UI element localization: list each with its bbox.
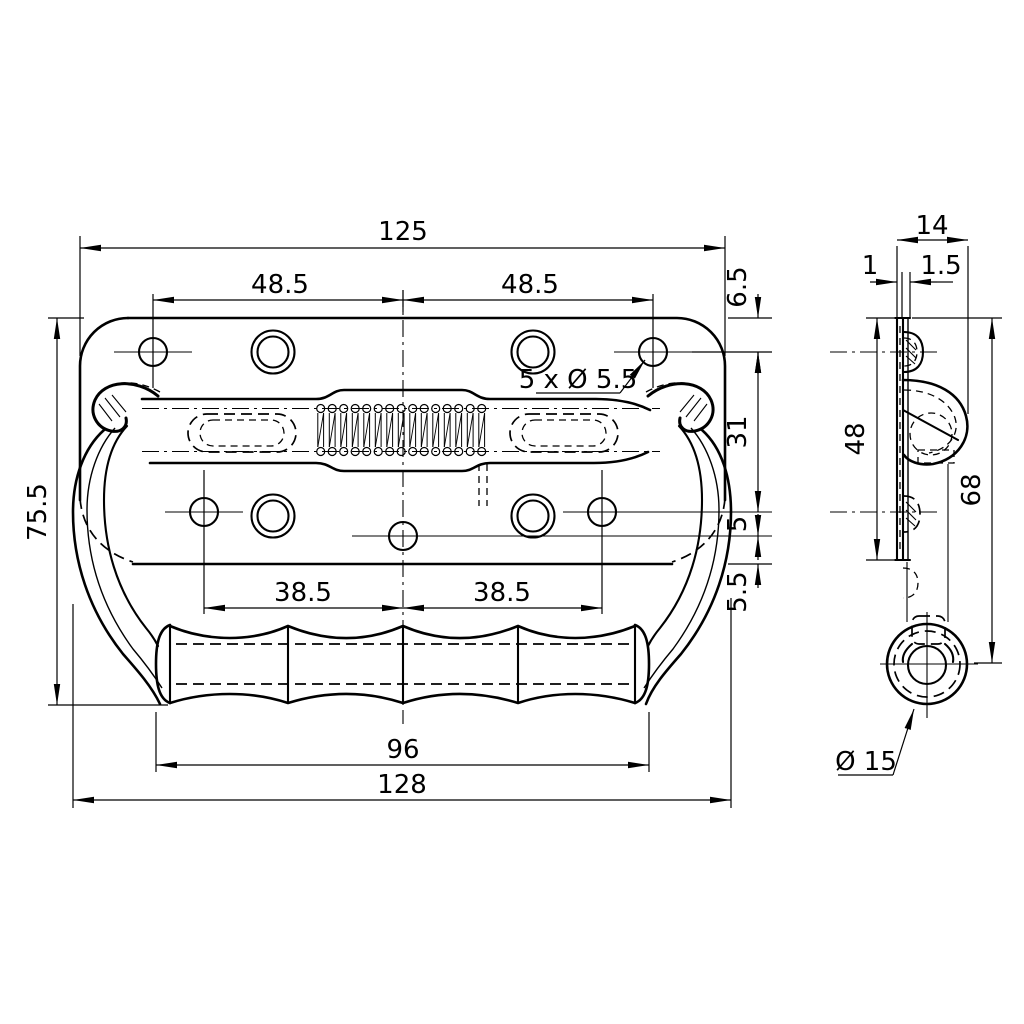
dim-hole-row-gap: 31 xyxy=(723,415,753,448)
dim-flange-offset: 1.5 xyxy=(920,251,961,281)
rivet-hole xyxy=(510,493,556,539)
dim-overall-height: 75.5 xyxy=(23,483,53,541)
dim-plate-thickness: 1 xyxy=(862,251,879,281)
side-knuckle-bottom xyxy=(903,495,921,533)
side-dimensions: 14 1 1.5 48 68 Ø 15 xyxy=(835,211,1002,777)
side-plate-strip xyxy=(893,316,912,562)
rivet-hole xyxy=(250,329,296,375)
rivet-hole xyxy=(250,493,296,539)
side-bail-curl xyxy=(901,378,969,622)
dim-handle-width: 128 xyxy=(377,770,427,800)
flap-slot-right xyxy=(509,413,619,453)
dim-bottom-margin: 5.5 xyxy=(723,571,753,612)
dim-top-edge-to-holes: 6.5 xyxy=(723,266,753,307)
dim-hole-spacing-top-right: 48.5 xyxy=(501,270,559,300)
dim-grip-length: 96 xyxy=(386,735,419,765)
side-view xyxy=(830,316,978,718)
bail-tab xyxy=(911,615,946,645)
dim-hole-spacing-bottom-right: 38.5 xyxy=(473,578,531,608)
rivet-hole xyxy=(510,329,556,375)
front-dimensions: 125 48.5 48.5 75.5 5 x Ø 5.5 38.5 38.5 9… xyxy=(23,217,772,808)
side-grip-section xyxy=(880,612,978,718)
front-hinge-curl-right xyxy=(645,382,715,433)
dim-mount-hole-span: 48 xyxy=(841,422,871,455)
dim-hole-spacing-bottom-left: 38.5 xyxy=(274,578,332,608)
dim-overall-width: 125 xyxy=(378,217,428,247)
dim-depth: 14 xyxy=(915,211,948,241)
front-handle-bail xyxy=(71,424,733,706)
dim-center-hole-offset: 5 xyxy=(723,516,753,533)
hole-callout: 5 x Ø 5.5 xyxy=(519,365,638,395)
dim-hole-spacing-top-left: 48.5 xyxy=(251,270,309,300)
front-spring-flap xyxy=(140,388,660,506)
dim-grip-diameter: Ø 15 xyxy=(835,747,897,777)
front-view xyxy=(71,290,772,724)
spring-coil xyxy=(315,402,487,458)
front-hinge-curl-left xyxy=(91,382,161,433)
dim-grip-center-distance: 68 xyxy=(957,473,987,506)
flap-slot-left xyxy=(187,413,297,453)
